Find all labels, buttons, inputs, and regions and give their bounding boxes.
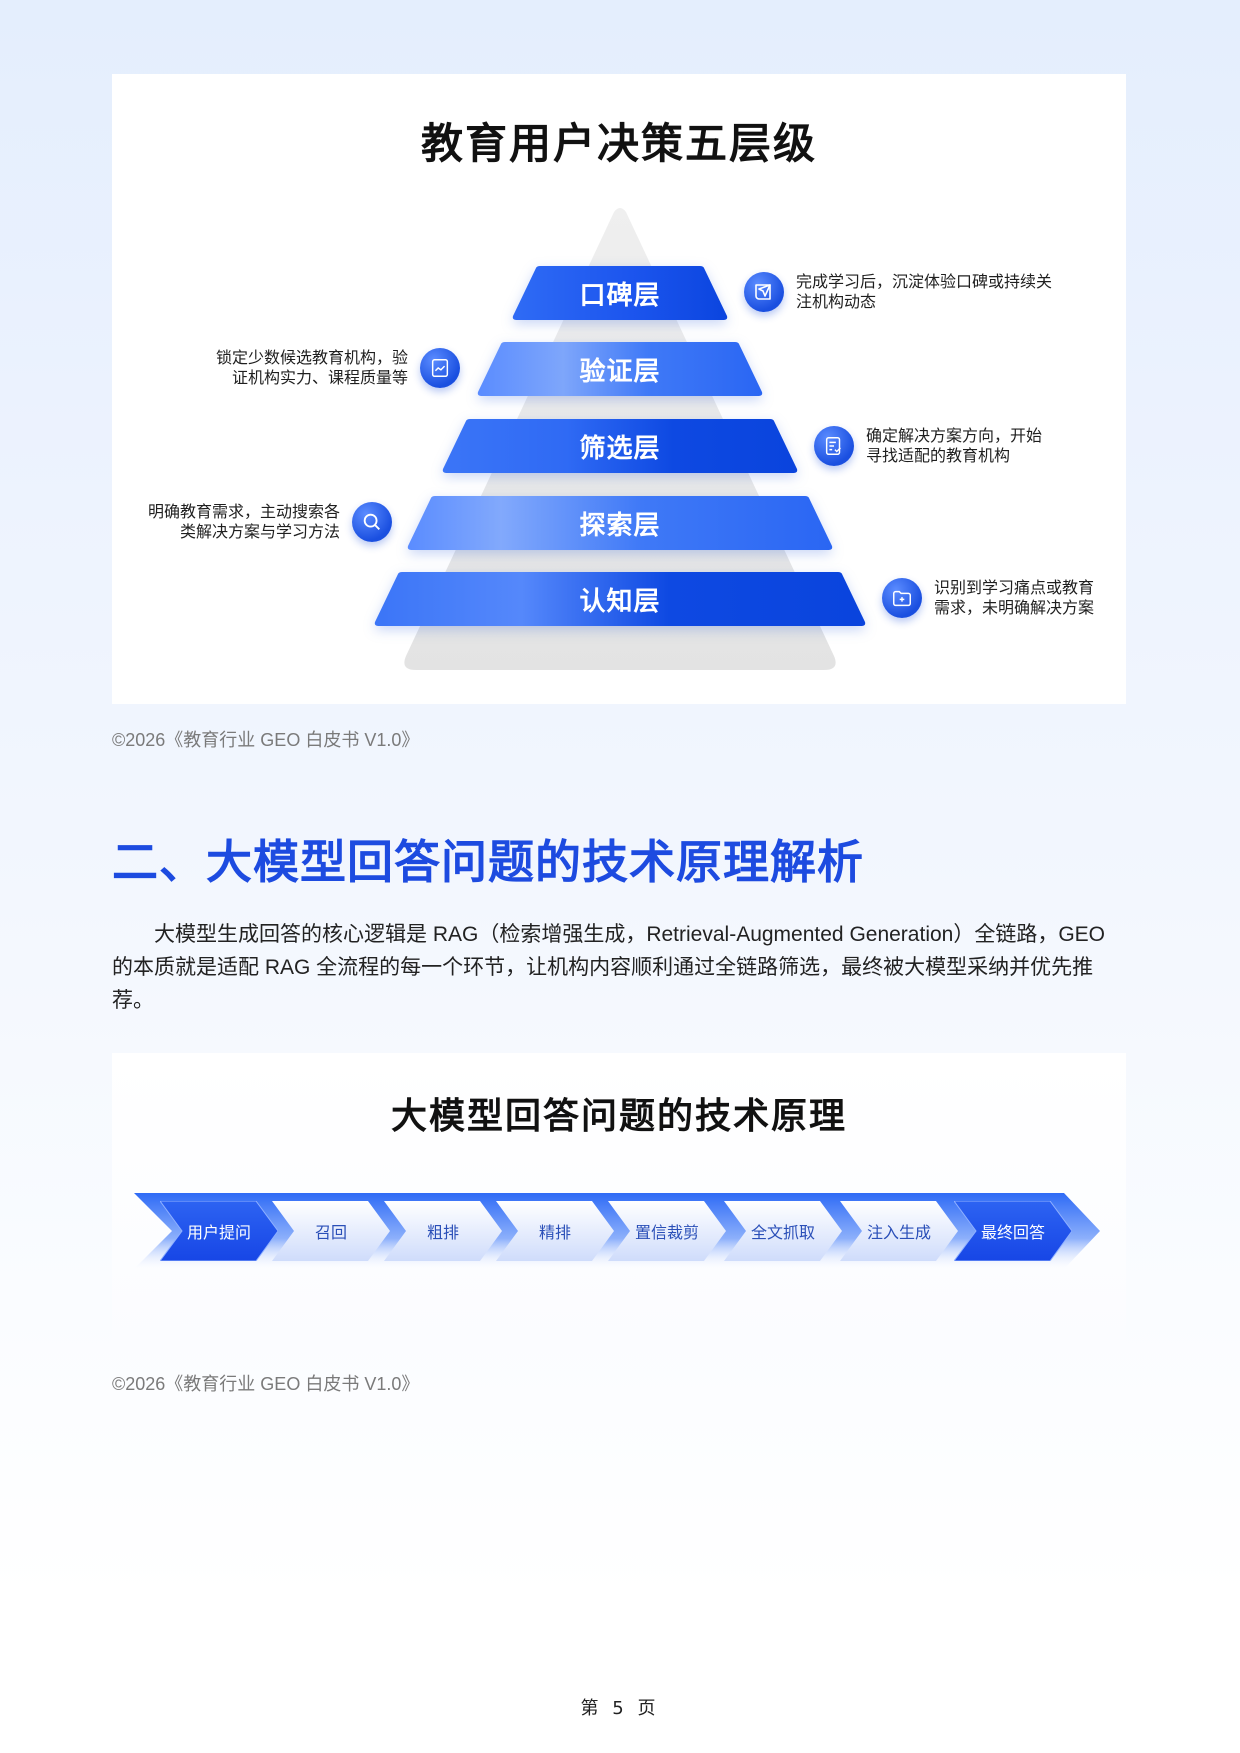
step-recall: 召回 xyxy=(272,1201,390,1261)
step-fine-ranking: 精排 xyxy=(496,1201,614,1261)
step-inject-generate: 注入生成 xyxy=(840,1201,958,1261)
figure-title: 大模型回答问题的技术原理 xyxy=(390,1096,847,1137)
step-user-question: 用户提问 xyxy=(160,1201,278,1261)
search-icon xyxy=(352,502,392,542)
section-heading: 二、大模型回答问题的技术原理解析 xyxy=(112,835,864,889)
step-confidence-pruning: 置信裁剪 xyxy=(608,1201,726,1261)
annotation-awareness: 识别到学习痛点或教育 需求，未明确解决方案 xyxy=(882,578,1094,618)
checklist-icon xyxy=(814,426,854,466)
step-coarse-ranking: 粗排 xyxy=(384,1201,502,1261)
page-number: 第 5 页 xyxy=(580,1698,660,1719)
process-flow: 用户提问 召回 粗排 精排 置信裁剪 全文抓取 注入生成 最终回答 xyxy=(134,1193,1104,1271)
layer-exploration: 探索层 xyxy=(407,496,833,550)
layer-awareness: 认知层 xyxy=(374,572,866,626)
figure-copyright: ©2026《教育行业 GEO 白皮书 V1.0》 xyxy=(112,1374,420,1394)
annotation-screening: 确定解决方案方向，开始 寻找适配的教育机构 xyxy=(814,426,1042,466)
step-final-answer: 最终回答 xyxy=(954,1201,1072,1261)
scroll-send-icon xyxy=(744,272,784,312)
figure-title: 教育用户决策五层级 xyxy=(420,119,817,168)
layer-verification: 验证层 xyxy=(477,342,763,396)
decision-levels-figure: 教育用户决策五层级 口碑层 验证层 筛选层 xyxy=(112,74,1126,704)
chart-document-icon xyxy=(420,348,460,388)
rag-process-figure: 大模型回答问题的技术原理 用户提问 召回 粗排 xyxy=(112,1053,1126,1346)
layer-reputation: 口碑层 xyxy=(512,266,728,320)
folder-plus-icon xyxy=(882,578,922,618)
figure-copyright: ©2026《教育行业 GEO 白皮书 V1.0》 xyxy=(112,730,420,750)
annotation-verification: 锁定少数候选教育机构，验 证机构实力、课程质量等 xyxy=(216,348,460,388)
body-paragraph: 大模型生成回答的核心逻辑是 RAG（检索增强生成，Retrieval-Augme… xyxy=(112,923,1106,1012)
step-fulltext-fetch: 全文抓取 xyxy=(724,1201,842,1261)
layer-screening: 筛选层 xyxy=(442,419,798,473)
annotation-exploration: 明确教育需求，主动搜索各 类解决方案与学习方法 xyxy=(148,502,392,542)
annotation-reputation: 完成学习后，沉淀体验口碑或持续关 注机构动态 xyxy=(744,272,1052,312)
